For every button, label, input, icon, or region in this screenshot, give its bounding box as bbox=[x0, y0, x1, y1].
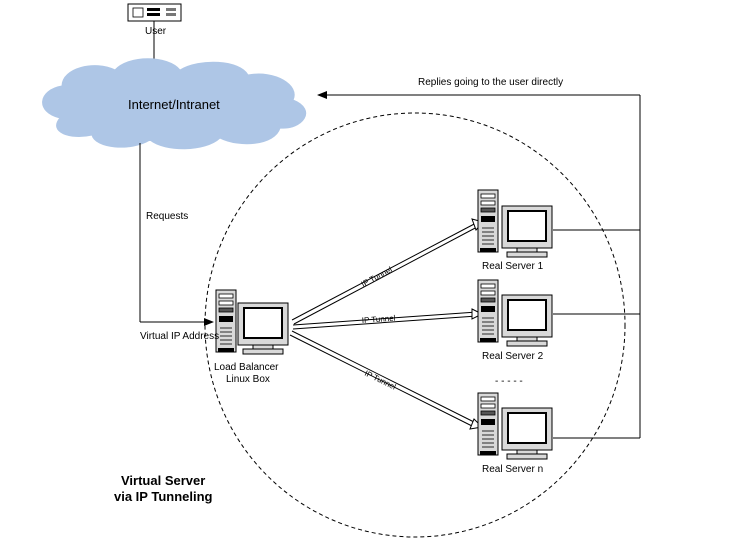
load-balancer-icon bbox=[215, 289, 289, 355]
load-balancer-label-line2: Linux Box bbox=[226, 374, 270, 385]
requests-label: Requests bbox=[146, 211, 188, 222]
tunnel-2 bbox=[292, 308, 484, 330]
real-server-1-icon bbox=[477, 189, 553, 258]
load-balancer-label-line1: Load Balancer bbox=[214, 362, 279, 373]
real-server-2-icon bbox=[477, 279, 553, 347]
virtual-ip-label: Virtual IP Address bbox=[140, 331, 219, 342]
internet-cloud-icon bbox=[42, 58, 307, 150]
virtual-server-boundary bbox=[204, 112, 626, 538]
user-label: User bbox=[145, 26, 167, 37]
diagram-title-line2: via IP Tunneling bbox=[114, 489, 213, 504]
tunnel-1-label: IP Tunnel bbox=[360, 265, 394, 289]
replies-label: Replies going to the user directly bbox=[418, 77, 563, 88]
tunnel-2-label: IP Tunnel bbox=[362, 314, 396, 325]
real-server-1-label: Real Server 1 bbox=[482, 261, 544, 272]
cloud-label: Internet/Intranet bbox=[128, 97, 220, 112]
diagram-title-line1: Virtual Server bbox=[121, 473, 205, 488]
real-server-n-label: Real Server n bbox=[482, 464, 543, 475]
user-terminal-icon bbox=[127, 3, 182, 22]
real-server-2-label: Real Server 2 bbox=[482, 351, 544, 362]
servers-ellipsis: - - - - - bbox=[495, 376, 523, 387]
tunnel-3-label: IP Tunnel bbox=[363, 369, 397, 392]
tunnel-3 bbox=[289, 330, 484, 430]
real-server-n-icon bbox=[477, 392, 553, 460]
